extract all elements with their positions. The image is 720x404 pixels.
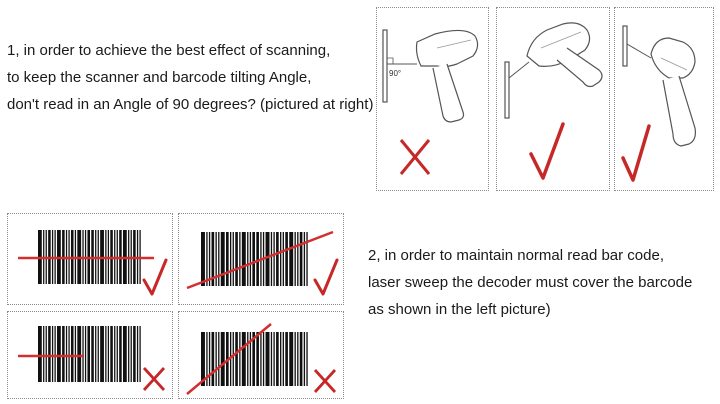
step1-instruction: 1, in order to achieve the best effect o…	[7, 37, 373, 118]
angle-label: 90°	[389, 69, 401, 78]
coverage-panel-diagonal-full	[178, 213, 344, 305]
scanner-90-degree-illustration: 90°	[382, 29, 479, 175]
step1-line: to keep the scanner and barcode tilting …	[7, 69, 312, 86]
step2-instruction: 2, in order to maintain normal read bar …	[368, 242, 692, 323]
step2-line: laser sweep the decoder must cover the b…	[368, 274, 693, 291]
step1-line: don't read in an Angle of 90 degrees? (p…	[7, 96, 374, 113]
angle-panel-tilted-alt	[614, 7, 714, 191]
cross-mark-icon	[399, 139, 431, 175]
check-mark-icon	[621, 124, 651, 182]
barcode-icon	[38, 326, 141, 382]
check-mark-icon	[529, 122, 565, 180]
step2-line: as shown in the left picture)	[368, 301, 551, 318]
angle-panel-tilted	[496, 7, 610, 191]
scanner-tilted-alt-illustration	[621, 25, 696, 182]
check-mark-icon	[313, 258, 339, 296]
cross-mark-icon	[142, 367, 166, 391]
angle-panel-90-degrees: 90°	[376, 7, 489, 191]
coverage-panel-diagonal-partial	[178, 311, 344, 399]
barcode-icon	[201, 232, 308, 286]
scanner-tilted-illustration	[504, 22, 603, 180]
check-mark-icon	[142, 258, 168, 296]
coverage-panel-horizontal-partial	[7, 311, 173, 399]
barcode-horizontal-partial-illustration	[18, 326, 166, 391]
barcode-horizontal-full-illustration	[18, 230, 168, 296]
barcode-diagonal-full-illustration	[186, 230, 339, 296]
laser-line	[186, 230, 334, 290]
step2-line: 2, in order to maintain normal read bar …	[368, 247, 664, 264]
step1-line: 1, in order to achieve the best effect o…	[7, 42, 331, 59]
coverage-panel-horizontal-full	[7, 213, 173, 305]
barcode-icon	[201, 332, 308, 386]
laser-line	[186, 323, 272, 395]
barcode-diagonal-partial-illustration	[186, 323, 337, 395]
cross-mark-icon	[313, 369, 337, 393]
